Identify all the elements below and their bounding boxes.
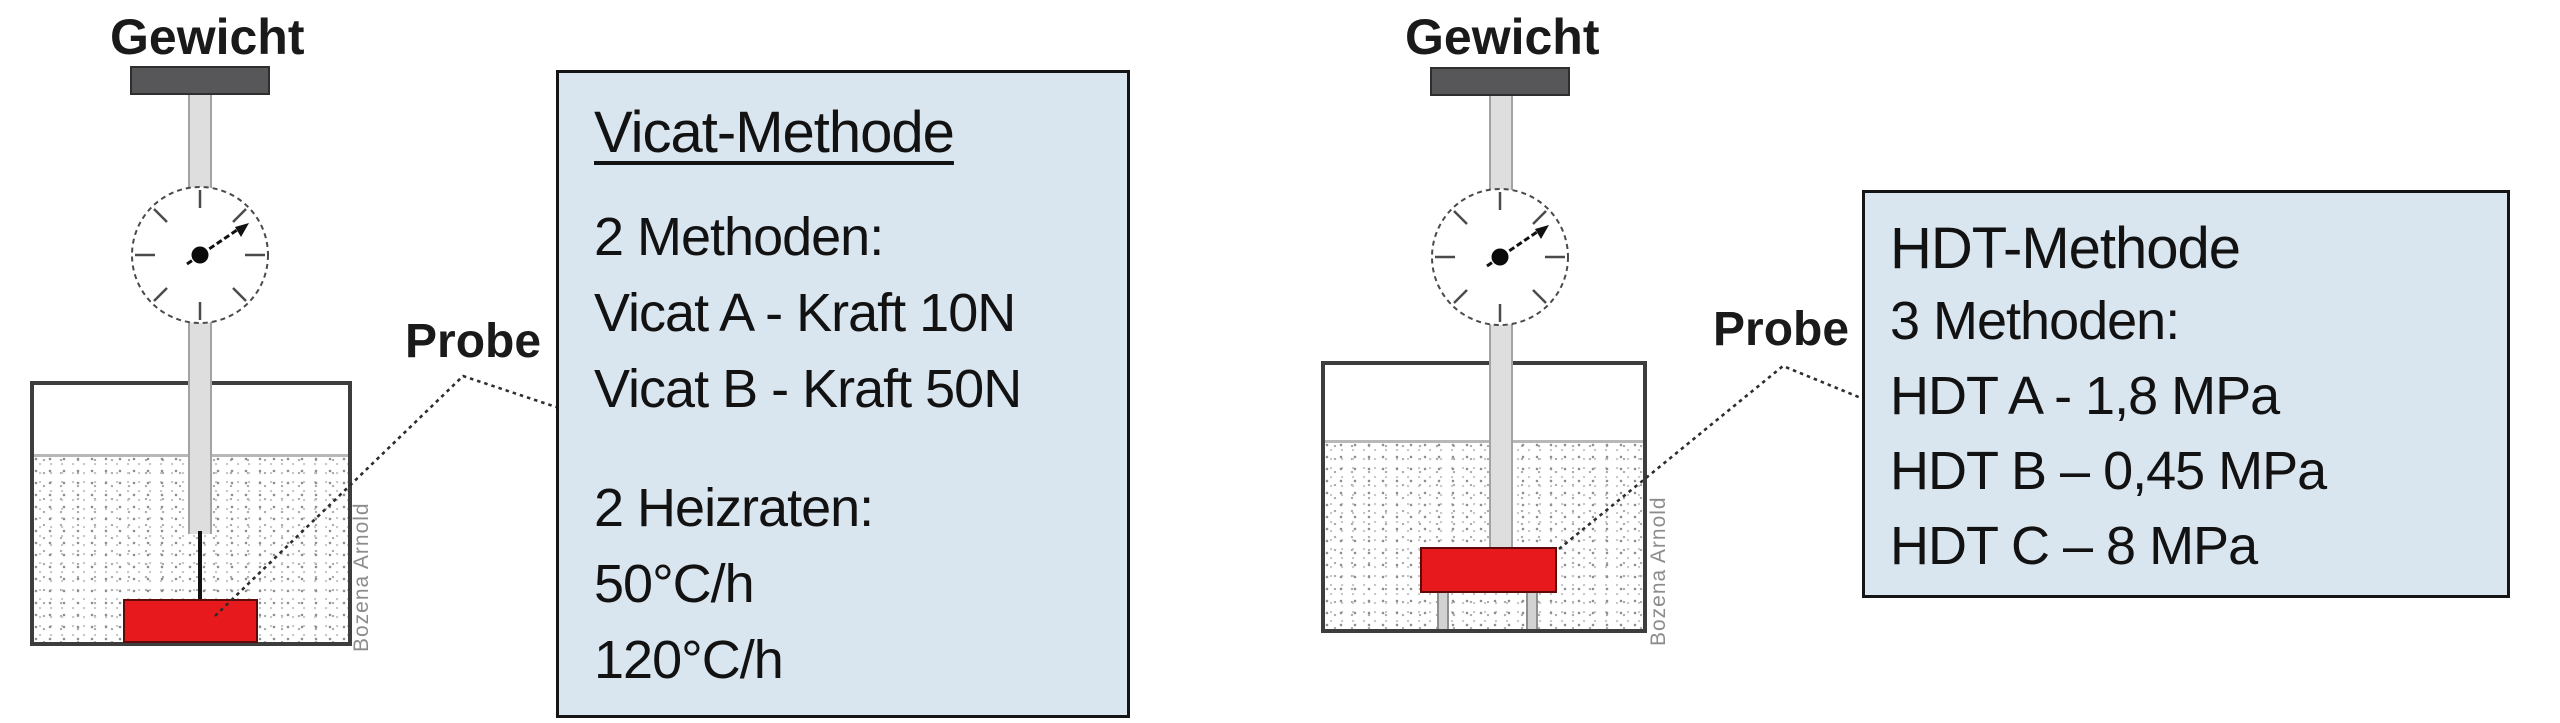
- info-line: 120°C/h: [594, 630, 784, 690]
- vicat-info-box: Vicat-Methode 2 Methoden: Vicat A - Kraf…: [556, 70, 1130, 718]
- info-line: HDT B – 0,45 MPa: [1890, 441, 2327, 501]
- right-dial-gauge: [1431, 188, 1569, 326]
- right-watermark: Bozena Arnold: [1647, 496, 1670, 646]
- left-watermark: Bozena Arnold: [350, 502, 373, 652]
- hdt-methods-lines: 3 Methoden: HDT A - 1,8 MPa HDT B – 0,45…: [1890, 284, 2327, 584]
- left-indenter-needle: [198, 531, 202, 601]
- info-line: 2 Methoden:: [594, 207, 884, 267]
- right-specimen: [1420, 547, 1557, 593]
- left-weight-label: Gewicht: [110, 9, 305, 65]
- info-line: HDT C – 8 MPa: [1890, 516, 2258, 576]
- hdt-box-title: HDT-Methode: [1890, 216, 2241, 281]
- left-weight-bar: [130, 66, 270, 95]
- info-line: 3 Methoden:: [1890, 291, 2180, 351]
- vicat-methods-lines: 2 Methoden: Vicat A - Kraft 10N Vicat B …: [594, 199, 1022, 427]
- right-probe-label: Probe: [1713, 303, 1850, 356]
- left-dial-gauge: [131, 186, 269, 324]
- vicat-box-title: Vicat-Methode: [594, 100, 955, 165]
- right-bath-liquid: [1325, 440, 1643, 629]
- info-line: 50°C/h: [594, 554, 755, 614]
- hdt-info-box: HDT-Methode 3 Methoden: HDT A - 1,8 MPa …: [1862, 190, 2510, 598]
- info-line: 2 Heizraten:: [594, 478, 874, 538]
- info-line: Vicat A - Kraft 10N: [594, 283, 1016, 343]
- left-specimen: [123, 599, 258, 643]
- info-line: Vicat B - Kraft 50N: [594, 359, 1022, 419]
- vicat-heatrates-lines: 2 Heizraten: 50°C/h 120°C/h: [594, 470, 874, 698]
- right-weight-label: Gewicht: [1405, 9, 1600, 65]
- info-line: HDT A - 1,8 MPa: [1890, 366, 2280, 426]
- right-support-leg: [1526, 593, 1538, 629]
- right-weight-bar: [1430, 67, 1570, 96]
- right-support-leg: [1437, 593, 1449, 629]
- left-probe-label: Probe: [405, 315, 542, 368]
